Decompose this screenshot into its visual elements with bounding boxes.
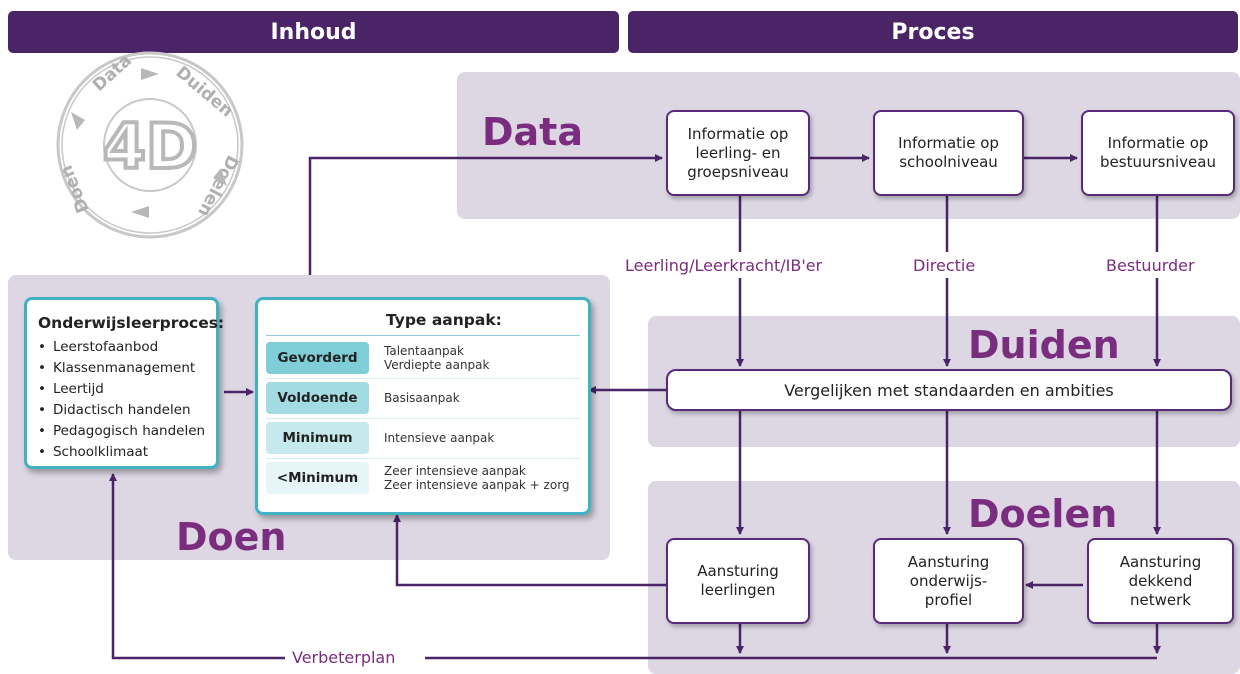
steer-box-onderwijsprofiel: Aansturing onderwijs- profiel [873, 538, 1024, 624]
compare-box: Vergelijken met standaarden en ambities [666, 369, 1232, 411]
header-inhoud-label: Inhoud [270, 19, 357, 45]
info-box-leerling: Informatie op leerling- en groepsniveau [666, 110, 810, 196]
list-item: Schoolklimaat [38, 442, 216, 463]
role-bestuurder: Bestuurder [1100, 256, 1201, 275]
header-proces-label: Proces [891, 19, 975, 45]
info-box-bestuur: Informatie op bestuursniveau [1081, 110, 1235, 196]
type-aanpak-divider [266, 335, 580, 336]
header-proces: Proces [628, 11, 1238, 53]
list-item: Leertijd [38, 379, 216, 400]
4d-badge: 4D Data Duiden Doelen Doen [56, 51, 244, 239]
list-item: Didactisch handelen [38, 400, 216, 421]
steer-box-leerlingen: Aansturing leerlingen [666, 538, 810, 624]
level-badge: Gevorderd [266, 342, 369, 374]
info-box-school: Informatie op schoolniveau [873, 110, 1024, 196]
list-item: Leerstofaanbod [38, 337, 216, 358]
onderwijsleerproces-title: Onderwijsleerproces: [38, 314, 225, 332]
verbeterplan-label: Verbeterplan [286, 648, 402, 667]
role-directie: Directie [907, 256, 982, 275]
list-item: Pedagogisch handelen [38, 421, 216, 442]
badge-center-4d: 4D [103, 110, 198, 183]
type-aanpak-box: Type aanpak: Gevorderd Talentaanpak Verd… [255, 297, 591, 515]
approach-text: Intensieve aanpak [384, 431, 495, 445]
title-doen: Doen [176, 515, 287, 559]
title-duiden: Duiden [968, 323, 1120, 367]
title-data: Data [482, 110, 583, 154]
aanpak-row-gevorderd: Gevorderd Talentaanpak Verdiepte aanpak [266, 340, 580, 376]
list-item: Klassenmanagement [38, 358, 216, 379]
role-leerling: Leerling/Leerkracht/IB'er [619, 256, 829, 275]
level-badge: <Minimum [266, 462, 369, 494]
aanpak-row-minimum: Minimum Intensieve aanpak [266, 420, 580, 456]
steer-box-netwerk: Aansturing dekkend netwerk [1087, 538, 1234, 624]
level-badge: Minimum [266, 422, 369, 454]
aanpak-row-below-minimum: <Minimum Zeer intensieve aanpak Zeer int… [266, 460, 580, 496]
type-aanpak-title: Type aanpak: [386, 311, 502, 329]
level-badge: Voldoende [266, 382, 369, 414]
approach-text: Talentaanpak Verdiepte aanpak [384, 344, 490, 372]
title-doelen: Doelen [968, 492, 1118, 536]
approach-text: Basisaanpak [384, 391, 460, 405]
approach-text: Zeer intensieve aanpak Zeer intensieve a… [384, 464, 570, 492]
header-inhoud: Inhoud [8, 11, 619, 53]
aanpak-row-voldoende: Voldoende Basisaanpak [266, 380, 580, 416]
onderwijsleerproces-box: Onderwijsleerproces: Leerstofaanbod Klas… [24, 297, 225, 469]
onderwijsleerproces-list: Leerstofaanbod Klassenmanagement Leertij… [38, 337, 216, 463]
